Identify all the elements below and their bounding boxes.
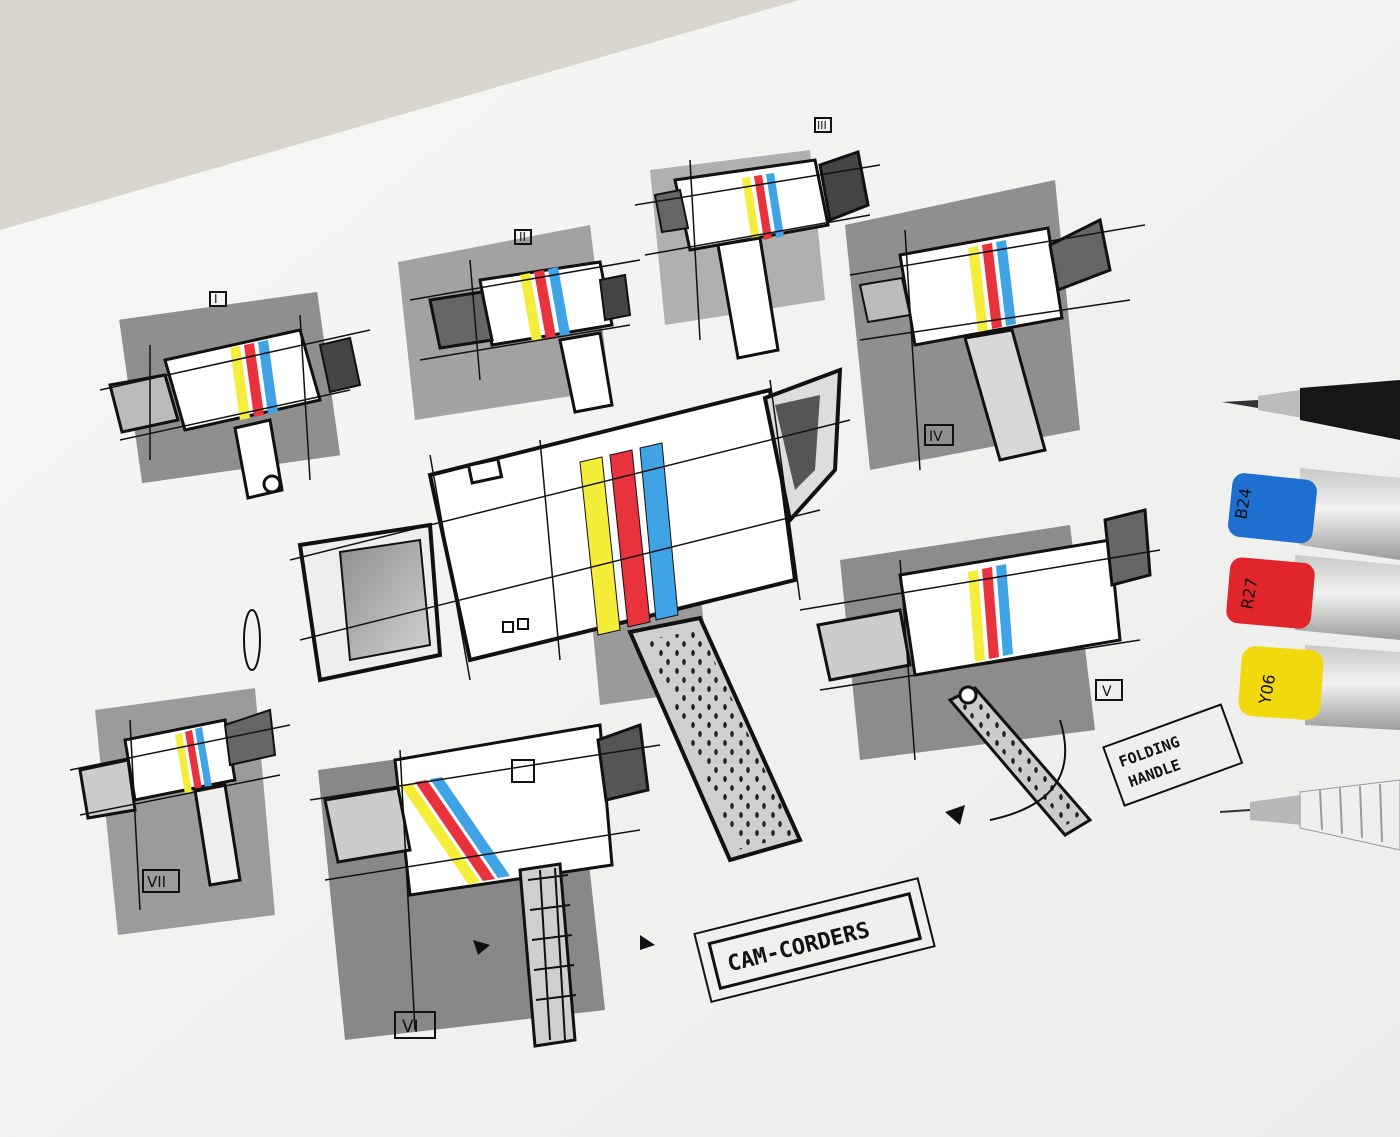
marker-red: R27 bbox=[1226, 555, 1400, 640]
sketch-camcorder-1 bbox=[99, 291, 371, 500]
marker-yellow: Y06 bbox=[1238, 645, 1400, 730]
sketch-camcorder-2 bbox=[398, 225, 641, 420]
sketch-label-iii: III bbox=[817, 119, 827, 132]
mechanical-pencil bbox=[1219, 779, 1400, 851]
sketch-label-group: VI VII IV V I II III bbox=[142, 119, 1123, 1039]
sketch-camcorder-3 bbox=[634, 117, 881, 360]
sketch-camcorder-main bbox=[243, 367, 851, 863]
sketch-camcorder-4 bbox=[845, 180, 1146, 471]
sketch-label-vii: VII bbox=[147, 873, 166, 891]
sketch-camcorder-5 bbox=[799, 508, 1161, 837]
black-pen bbox=[1222, 380, 1400, 440]
sketch-label-v: V bbox=[1102, 684, 1112, 700]
sketch-camcorder-7 bbox=[69, 688, 291, 935]
sketch-camcorder-6 bbox=[309, 722, 661, 1048]
sketch-label-iv: IV bbox=[929, 429, 943, 445]
marker-blue: B24 bbox=[1228, 468, 1400, 560]
sketch-label-i: I bbox=[214, 292, 218, 306]
sketch-label-ii: II bbox=[519, 230, 526, 244]
sketch-label-vi: VI bbox=[402, 1017, 419, 1037]
